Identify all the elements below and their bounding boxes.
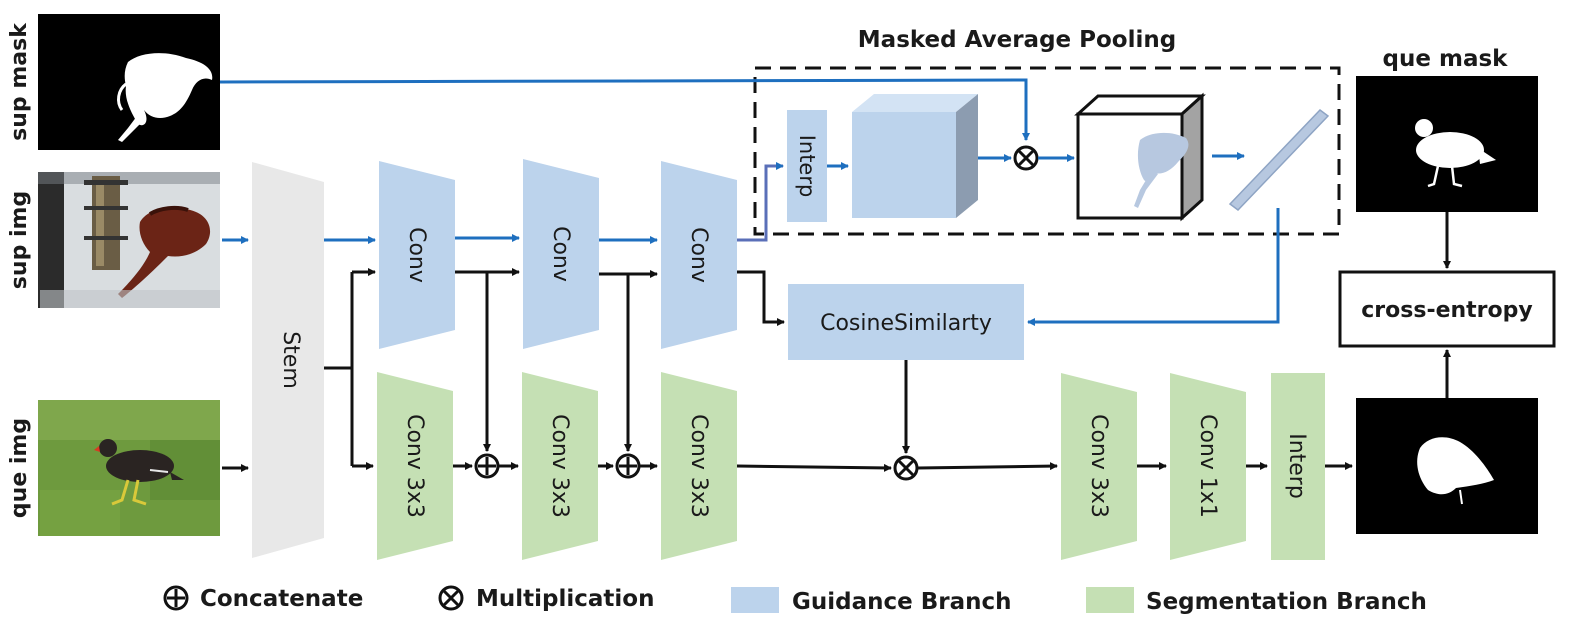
seg-conv-5-label: Conv 1x1 xyxy=(1195,414,1220,518)
feature-cube xyxy=(852,94,978,218)
prototype-vector xyxy=(1228,109,1330,211)
sup-mask-image xyxy=(38,14,220,150)
legend-guidance-label: Guidance Branch xyxy=(792,589,1012,615)
seg-conv-3 xyxy=(661,372,737,560)
que-img-label: que img xyxy=(7,418,32,518)
que-mask-label: que mask xyxy=(1383,46,1509,72)
map-dashed-box xyxy=(753,66,1341,236)
cross-entropy-label: cross-entropy xyxy=(1361,298,1532,323)
legend-segmentation-swatch xyxy=(1086,587,1134,613)
map-multiply-node xyxy=(1013,145,1039,171)
seg-conv-1-label: Conv 3x3 xyxy=(402,414,427,518)
legend-concat-label: Concatenate xyxy=(200,586,363,612)
cross-entropy-box xyxy=(1338,270,1556,348)
que-mask-image xyxy=(1356,76,1538,212)
guidance-conv-1 xyxy=(379,161,455,349)
sup-mask-label: sup mask xyxy=(7,22,32,141)
guidance-conv-2 xyxy=(523,159,599,349)
guidance-conv-3 xyxy=(661,161,737,349)
que-img-image xyxy=(38,400,220,536)
guidance-interp-label: Interp xyxy=(795,135,819,198)
seg-interp-block xyxy=(1271,373,1325,560)
seg-conv-4-label: Conv 3x3 xyxy=(1086,414,1111,518)
legend-guidance-swatch xyxy=(731,587,779,613)
guidance-conv-2-label: Conv xyxy=(548,226,573,282)
guidance-conv-1-label: Conv xyxy=(404,227,429,283)
legend-segmentation-label: Segmentation Branch xyxy=(1146,589,1427,615)
seg-interp-label: Interp xyxy=(1284,433,1309,499)
legend-multiply-icon xyxy=(438,585,464,611)
legend-multiply-label: Multiplication xyxy=(476,586,654,612)
map-title: Masked Average Pooling xyxy=(858,27,1176,53)
legend-concat-icon xyxy=(163,585,189,611)
seg-conv-1 xyxy=(377,372,453,560)
guidance-arrows xyxy=(219,78,1280,326)
seg-conv-5 xyxy=(1170,373,1246,560)
cosine-similarity-label: CosineSimilarty xyxy=(820,311,992,336)
segmentation-arrows xyxy=(222,212,1451,472)
seg-conv-2-label: Conv 3x3 xyxy=(547,414,572,518)
stem-block xyxy=(252,162,324,558)
seg-conv-3-label: Conv 3x3 xyxy=(686,414,711,518)
seg-conv-4 xyxy=(1061,373,1137,560)
predicted-mask-image xyxy=(1356,398,1538,534)
sup-img-image xyxy=(38,172,220,308)
seg-multiply-node xyxy=(893,455,919,481)
legend: Concatenate Multiplication Guidance Bran… xyxy=(163,585,1427,615)
sup-img-label: sup img xyxy=(7,191,32,289)
stem-label: Stem xyxy=(278,331,303,389)
guidance-conv-3-label: Conv xyxy=(686,227,711,283)
concat-node-2 xyxy=(615,453,641,479)
seg-conv-2 xyxy=(522,372,598,560)
guidance-interp-block xyxy=(787,110,827,222)
concat-node-1 xyxy=(474,453,500,479)
masked-feature-cube xyxy=(1074,92,1206,222)
cosine-similarity-block xyxy=(788,284,1024,360)
